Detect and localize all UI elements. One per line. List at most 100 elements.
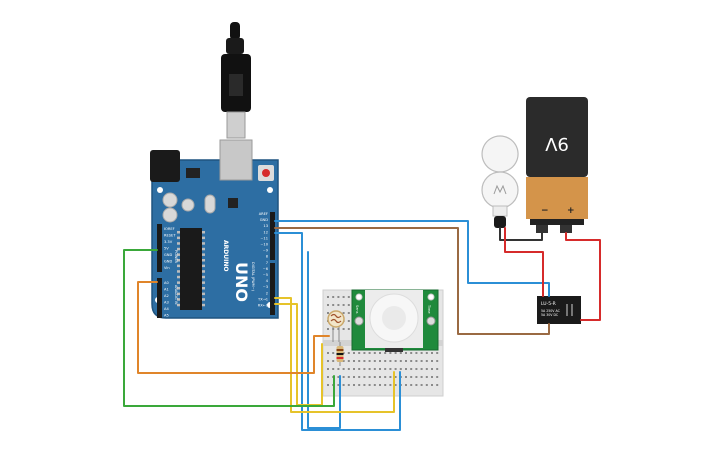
breadboard-hole[interactable] — [436, 384, 439, 386]
pir-sensor-icon[interactable]: Sens Time — [351, 289, 439, 352]
breadboard-hole[interactable] — [347, 312, 350, 314]
breadboard-hole[interactable] — [342, 296, 345, 298]
breadboard-hole[interactable] — [353, 368, 355, 370]
breadboard-hole[interactable] — [410, 384, 413, 386]
breadboard-hole[interactable] — [327, 296, 329, 298]
breadboard-hole[interactable] — [389, 352, 392, 354]
breadboard-hole[interactable] — [342, 312, 345, 314]
breadboard-hole[interactable] — [347, 296, 350, 298]
breadboard-hole[interactable] — [394, 376, 397, 378]
breadboard-hole[interactable] — [342, 376, 345, 378]
wire-blue-relay[interactable] — [274, 220, 550, 297]
breadboard-hole[interactable] — [425, 360, 428, 362]
wire-brown-relay[interactable] — [274, 227, 550, 335]
breadboard-hole[interactable] — [425, 384, 428, 386]
breadboard-hole[interactable] — [353, 352, 355, 354]
breadboard-hole[interactable] — [384, 352, 387, 354]
breadboard-hole[interactable] — [394, 352, 397, 354]
light-bulb-icon[interactable] — [481, 135, 519, 228]
breadboard-hole[interactable] — [436, 368, 439, 370]
breadboard-hole[interactable] — [347, 376, 350, 378]
wire-yellow-pir[interactable] — [274, 297, 395, 413]
breadboard-hole[interactable] — [405, 376, 407, 378]
breadboard-hole[interactable] — [425, 368, 428, 370]
wire-blue-gnd[interactable] — [274, 232, 401, 431]
breadboard-hole[interactable] — [337, 304, 340, 306]
breadboard-hole[interactable] — [332, 304, 335, 306]
breadboard-hole[interactable] — [410, 368, 413, 370]
breadboard-hole[interactable] — [342, 368, 345, 370]
breadboard-hole[interactable] — [373, 352, 376, 354]
breadboard-hole[interactable] — [332, 352, 335, 354]
breadboard-hole[interactable] — [379, 360, 381, 362]
breadboard-hole[interactable] — [363, 384, 366, 386]
breadboard-hole[interactable] — [415, 368, 418, 370]
breadboard-hole[interactable] — [379, 376, 381, 378]
breadboard-hole[interactable] — [415, 384, 418, 386]
breadboard-hole[interactable] — [415, 376, 418, 378]
breadboard-hole[interactable] — [436, 360, 439, 362]
breadboard-hole[interactable] — [342, 328, 345, 330]
breadboard-hole[interactable] — [379, 384, 381, 386]
breadboard-hole[interactable] — [353, 360, 355, 362]
breadboard-hole[interactable] — [327, 304, 329, 306]
breadboard-hole[interactable] — [405, 384, 407, 386]
breadboard-hole[interactable] — [347, 352, 350, 354]
breadboard-hole[interactable] — [363, 352, 366, 354]
breadboard-hole[interactable] — [347, 360, 350, 362]
breadboard-hole[interactable] — [431, 368, 433, 370]
breadboard-hole[interactable] — [327, 384, 329, 386]
breadboard-hole[interactable] — [368, 368, 371, 370]
wire-blue-gnd-2[interactable] — [307, 251, 341, 429]
breadboard-hole[interactable] — [368, 352, 371, 354]
breadboard-hole[interactable] — [425, 376, 428, 378]
breadboard-hole[interactable] — [373, 368, 376, 370]
breadboard-hole[interactable] — [342, 360, 345, 362]
breadboard-hole[interactable] — [358, 360, 361, 362]
breadboard-hole[interactable] — [342, 304, 345, 306]
breadboard-hole[interactable] — [332, 368, 335, 370]
breadboard-hole[interactable] — [327, 352, 329, 354]
breadboard-hole[interactable] — [389, 384, 392, 386]
breadboard-hole[interactable] — [431, 360, 433, 362]
breadboard-hole[interactable] — [363, 360, 366, 362]
breadboard-hole[interactable] — [431, 384, 433, 386]
breadboard-hole[interactable] — [337, 376, 340, 378]
battery-9v-icon[interactable]: 9V − + — [526, 97, 588, 233]
breadboard-hole[interactable] — [384, 376, 387, 378]
breadboard-hole[interactable] — [368, 360, 371, 362]
breadboard-hole[interactable] — [399, 368, 402, 370]
breadboard-hole[interactable] — [425, 352, 428, 354]
wire-black-bulb[interactable] — [499, 227, 543, 241]
breadboard-hole[interactable] — [420, 376, 423, 378]
breadboard-hole[interactable] — [415, 352, 418, 354]
breadboard-hole[interactable] — [347, 368, 350, 370]
breadboard-hole[interactable] — [410, 376, 413, 378]
breadboard-hole[interactable] — [436, 376, 439, 378]
breadboard-hole[interactable] — [332, 360, 335, 362]
breadboard-hole[interactable] — [368, 376, 371, 378]
breadboard-hole[interactable] — [327, 368, 329, 370]
breadboard-hole[interactable] — [384, 360, 387, 362]
wire-red-battery[interactable] — [565, 232, 601, 321]
breadboard-hole[interactable] — [347, 320, 350, 322]
breadboard-hole[interactable] — [358, 368, 361, 370]
breadboard-hole[interactable] — [436, 352, 439, 354]
breadboard-hole[interactable] — [431, 352, 433, 354]
photoresistor-icon[interactable] — [327, 310, 345, 342]
arduino-uno-icon[interactable]: ARDUINO UNO POWER ANALOG IN DIGITAL (PWM… — [150, 139, 279, 319]
breadboard-hole[interactable] — [389, 368, 392, 370]
breadboard-hole[interactable] — [394, 368, 397, 370]
breadboard-hole[interactable] — [337, 328, 340, 330]
breadboard-hole[interactable] — [415, 360, 418, 362]
breadboard-hole[interactable] — [337, 296, 340, 298]
breadboard-hole[interactable] — [373, 360, 376, 362]
breadboard-hole[interactable] — [327, 376, 329, 378]
breadboard-hole[interactable] — [420, 360, 423, 362]
breadboard-hole[interactable] — [389, 360, 392, 362]
breadboard-hole[interactable] — [394, 360, 397, 362]
breadboard-hole[interactable] — [405, 352, 407, 354]
breadboard-hole[interactable] — [379, 368, 381, 370]
